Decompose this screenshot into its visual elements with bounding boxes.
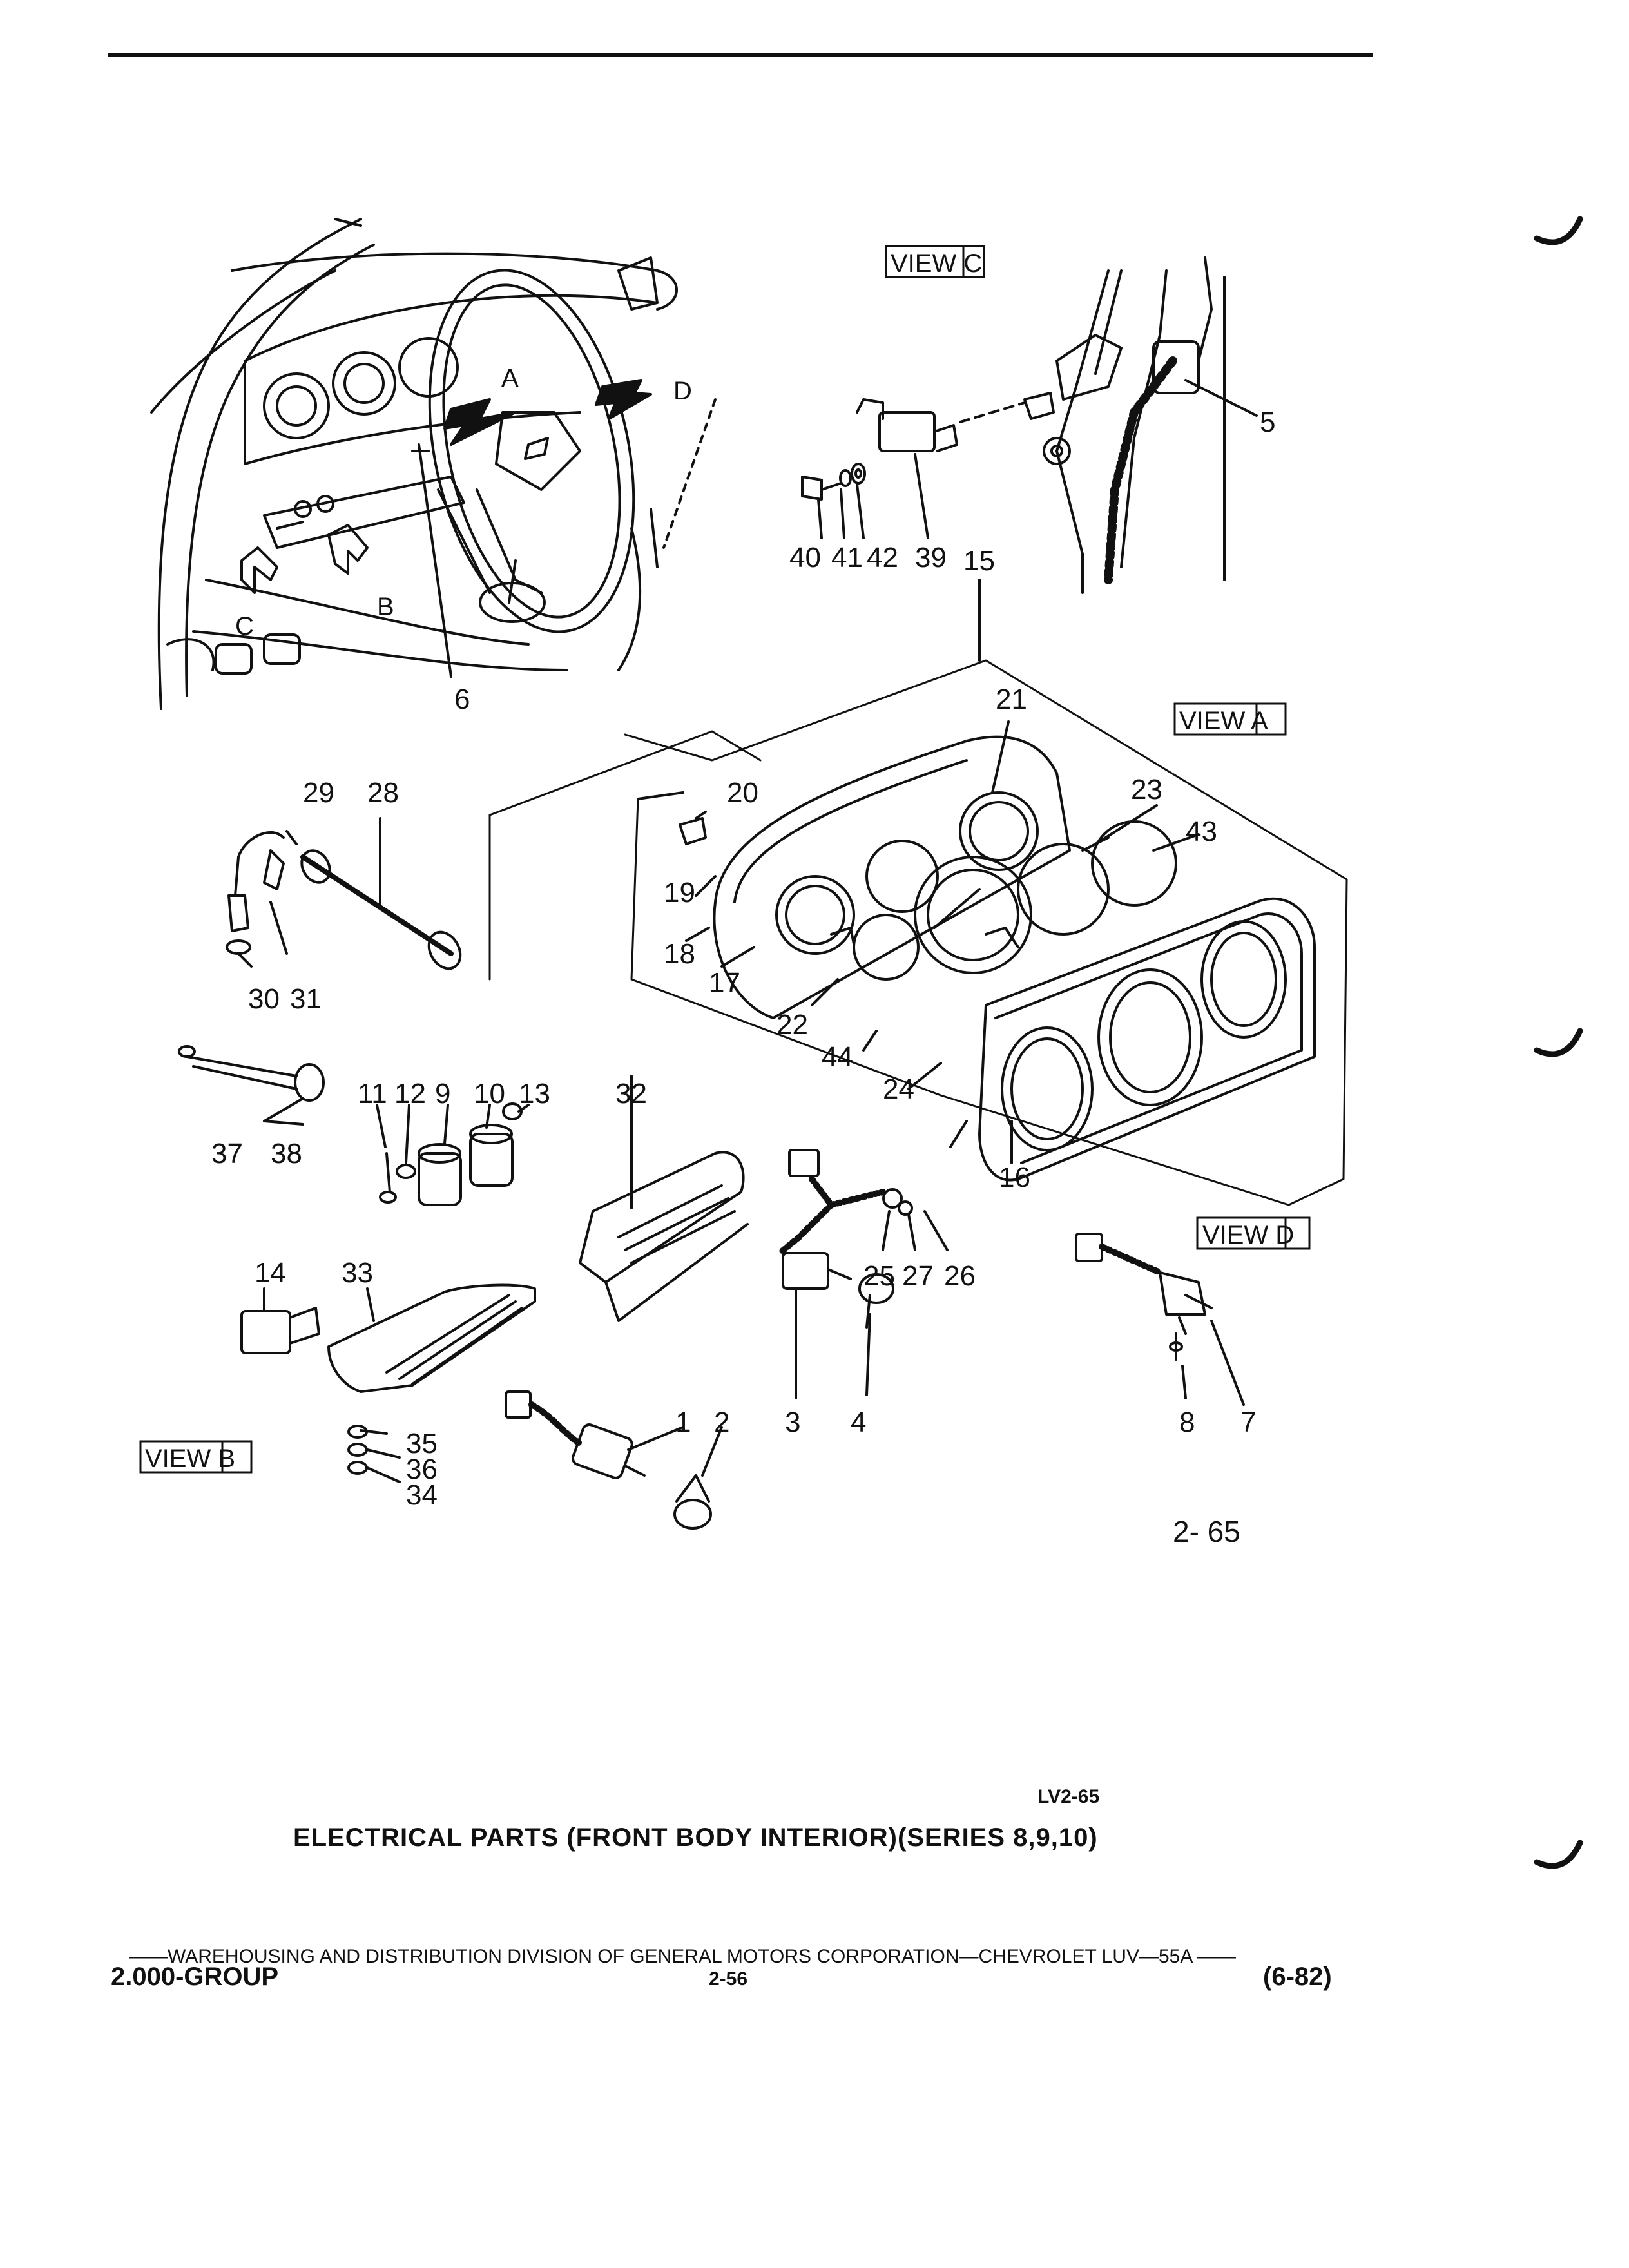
locator-d: D — [673, 377, 692, 405]
callout-7: 7 — [1240, 1407, 1256, 1438]
callout-21: 21 — [996, 684, 1027, 715]
callout-3: 3 — [785, 1407, 800, 1438]
edge-mark-2 — [1534, 1028, 1583, 1057]
switch-14 — [240, 1287, 320, 1354]
callout-42: 42 — [867, 542, 898, 573]
callout-33: 33 — [342, 1257, 373, 1289]
callout-23: 23 — [1131, 774, 1162, 805]
callout-39: 39 — [915, 542, 947, 573]
view-c-detail — [801, 256, 1258, 662]
figure-caption: ELECTRICAL PARTS (FRONT BODY INTERIOR)(S… — [293, 1823, 1098, 1852]
callout-24: 24 — [883, 1073, 914, 1105]
callout-6: 6 — [454, 684, 470, 715]
header-rule — [108, 53, 1373, 57]
view-a-instrument-cluster — [488, 579, 1348, 1206]
callout-44: 44 — [822, 1041, 853, 1073]
callout-13: 13 — [519, 1078, 550, 1110]
callout-11: 11 — [358, 1078, 387, 1110]
callout-1: 1 — [675, 1407, 691, 1438]
speedometer-cable — [226, 817, 462, 970]
locator-c: C — [235, 612, 254, 640]
locator-b: B — [377, 593, 394, 621]
edge-mark-3 — [1534, 1840, 1583, 1869]
view-d-box — [1196, 1216, 1311, 1250]
callout-36: 36 — [406, 1454, 438, 1485]
callout-43: 43 — [1186, 816, 1217, 847]
switch-1-knob-2 — [505, 1390, 723, 1530]
footer-division-line: ——WAREHOUSING AND DISTRIBUTION DIVISION … — [129, 1946, 1237, 1967]
callout-5: 5 — [1260, 407, 1275, 438]
callout-18: 18 — [664, 938, 695, 970]
callout-15: 15 — [963, 545, 995, 577]
callout-35: 35 — [406, 1428, 438, 1459]
callout-9: 9 — [435, 1078, 450, 1110]
edge-mark-1 — [1534, 216, 1583, 245]
callout-31: 31 — [290, 983, 322, 1015]
callout-28: 28 — [367, 777, 399, 809]
view-c-label: VIEW C — [891, 249, 982, 278]
harness-37-38 — [178, 1045, 325, 1126]
callout-8: 8 — [1179, 1407, 1195, 1438]
view-a-box — [1173, 702, 1287, 736]
view-d-switch — [1075, 1233, 1245, 1406]
callout-14: 14 — [255, 1257, 286, 1289]
relays-9-10 — [376, 1102, 530, 1206]
callout-37: 37 — [211, 1138, 243, 1169]
vent-grille-33 — [327, 1283, 536, 1483]
footer-date: (6-82) — [1263, 1963, 1332, 1991]
view-b-box — [139, 1440, 253, 1474]
view-labels: VIEW C VIEW A VIEW D VIEW B — [139, 245, 1311, 1474]
callout-30: 30 — [248, 983, 280, 1015]
callout-25: 25 — [863, 1260, 895, 1292]
callout-10: 10 — [474, 1078, 505, 1110]
figure-number: 2- 65 — [1173, 1515, 1240, 1548]
locator-a: A — [501, 364, 519, 392]
callout-32: 32 — [615, 1078, 647, 1110]
switch-3-4-harness — [776, 1149, 949, 1399]
callout-4: 4 — [851, 1407, 866, 1438]
callout-20: 20 — [727, 777, 758, 809]
footer-page-number: 2-56 — [709, 1968, 748, 1990]
locator-letters: A B C D — [235, 364, 692, 640]
callout-17: 17 — [709, 967, 740, 999]
callout-22: 22 — [776, 1009, 808, 1041]
view-a-label: VIEW A — [1179, 707, 1268, 735]
dashboard-overview — [150, 218, 717, 710]
callout-16: 16 — [999, 1162, 1030, 1193]
callout-40: 40 — [789, 542, 821, 573]
callout-34: 34 — [406, 1479, 438, 1511]
callout-numbers: 1 2 3 4 5 6 7 8 9 10 11 12 13 14 15 16 1… — [211, 407, 1275, 1511]
callout-29: 29 — [303, 777, 334, 809]
view-d-label: VIEW D — [1202, 1221, 1294, 1249]
callout-38: 38 — [271, 1138, 302, 1169]
callout-12: 12 — [394, 1078, 426, 1110]
view-c-box — [885, 245, 985, 278]
reference-code: LV2-65 — [1037, 1786, 1100, 1807]
view-b-label: VIEW B — [145, 1445, 235, 1473]
callout-41: 41 — [831, 542, 863, 573]
footer-group: 2.000-GROUP — [111, 1963, 279, 1991]
vent-grille-32 — [579, 1075, 749, 1322]
callout-26: 26 — [944, 1260, 976, 1292]
callout-19: 19 — [664, 877, 695, 908]
callout-2: 2 — [714, 1407, 729, 1438]
callout-27: 27 — [902, 1260, 934, 1292]
